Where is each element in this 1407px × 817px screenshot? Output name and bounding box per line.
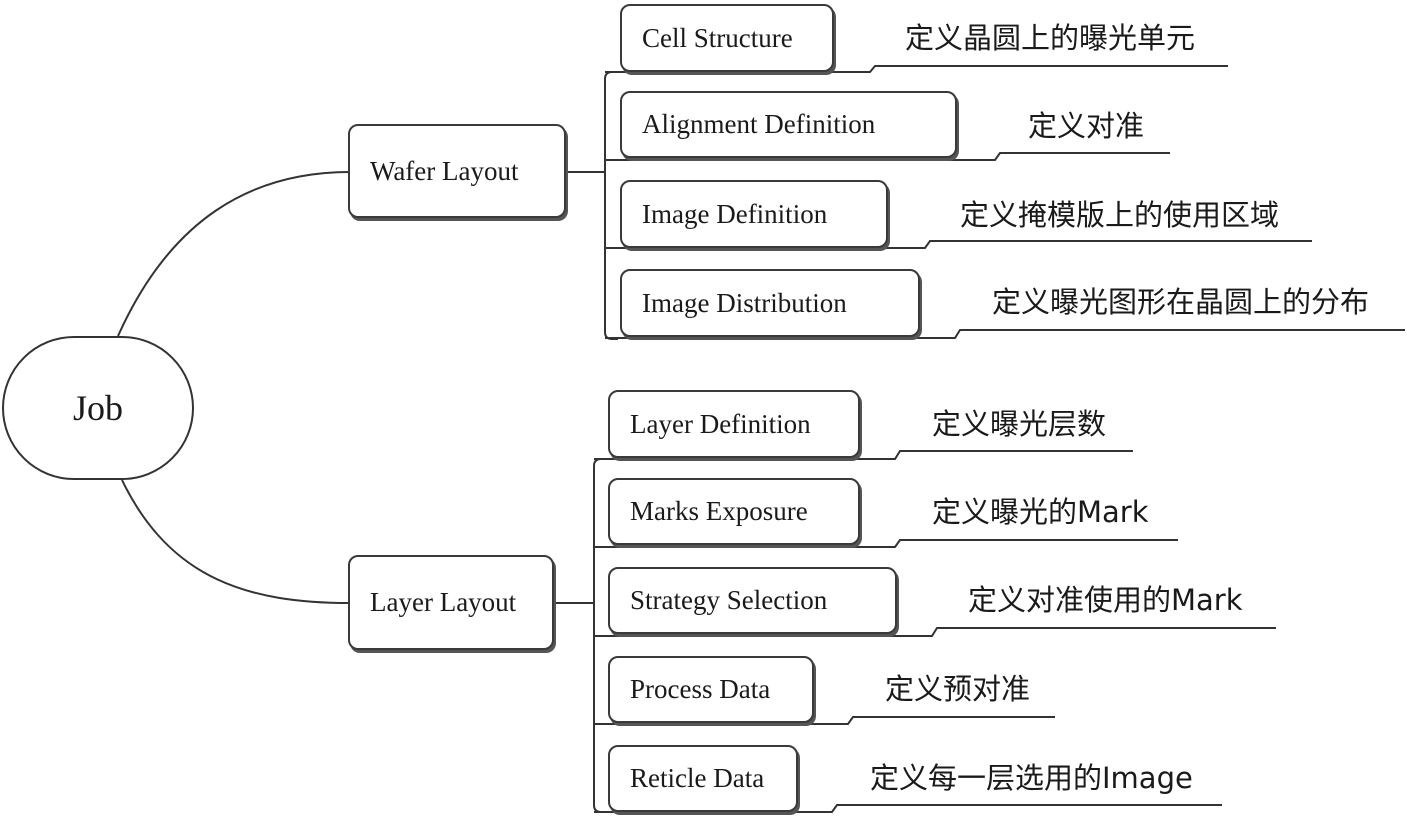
underline-marks [594, 539, 1178, 548]
branch-wafer-layout[interactable]: Wafer Layout [348, 124, 566, 218]
node-label: Image Definition [642, 198, 828, 229]
branch-label: Layer Layout [370, 587, 517, 617]
note-reticle-data: 定义每一层选用的Image [870, 761, 1193, 795]
node-label: Marks Exposure [630, 496, 808, 526]
note-process-data: 定义预对准 [885, 672, 1031, 706]
underline-reticle [594, 804, 1222, 813]
underline-strategy [594, 627, 1276, 637]
note-image-distribution: 定义曝光图形在晶圆上的分布 [992, 285, 1370, 319]
root-node-job[interactable]: Job [2, 336, 194, 480]
note-image-definition: 定义掩模版上的使用区域 [960, 198, 1280, 232]
node-marks-exposure[interactable]: Marks Exposure [608, 478, 860, 545]
node-label: Cell Structure [642, 22, 793, 53]
note-marks-exposure: 定义曝光的Mark [932, 495, 1149, 529]
note-strategy-selection: 定义对准使用的Mark [968, 583, 1243, 617]
node-cell-structure[interactable]: Cell Structure [620, 4, 834, 72]
underline-process [594, 716, 1055, 725]
node-alignment-definition[interactable]: Alignment Definition [620, 91, 957, 158]
node-label: Reticle Data [630, 763, 765, 793]
node-image-definition[interactable]: Image Definition [620, 180, 888, 248]
underline-alignment [605, 152, 1170, 161]
underline-layer-def [594, 450, 1133, 460]
note-layer-definition: 定义曝光层数 [932, 407, 1107, 441]
node-label: Strategy Selection [630, 585, 828, 615]
node-layer-definition[interactable]: Layer Definition [608, 390, 860, 458]
connector-wafer-bracket [604, 71, 618, 340]
note-alignment-definition: 定义对准 [1028, 109, 1145, 143]
branch-layer-layout[interactable]: Layer Layout [348, 555, 554, 650]
node-strategy-selection[interactable]: Strategy Selection [608, 567, 897, 634]
root-label: Job [72, 388, 123, 428]
node-process-data[interactable]: Process Data [608, 656, 814, 723]
node-label: Alignment Definition [642, 109, 876, 139]
node-reticle-data[interactable]: Reticle Data [608, 745, 798, 812]
note-cell-structure: 定义晶圆上的曝光单元 [905, 21, 1196, 55]
node-image-distribution[interactable]: Image Distribution [620, 269, 920, 337]
underline-image-dist [605, 329, 1405, 339]
node-label: Layer Definition [630, 408, 811, 439]
underline-cell-structure [605, 65, 1228, 73]
branch-label: Wafer Layout [370, 155, 519, 186]
connector-root-layer [121, 479, 351, 604]
node-label: Image Distribution [642, 287, 847, 318]
underline-image-def [605, 240, 1312, 249]
node-label: Process Data [630, 674, 771, 704]
connector-root-wafer [117, 171, 351, 337]
